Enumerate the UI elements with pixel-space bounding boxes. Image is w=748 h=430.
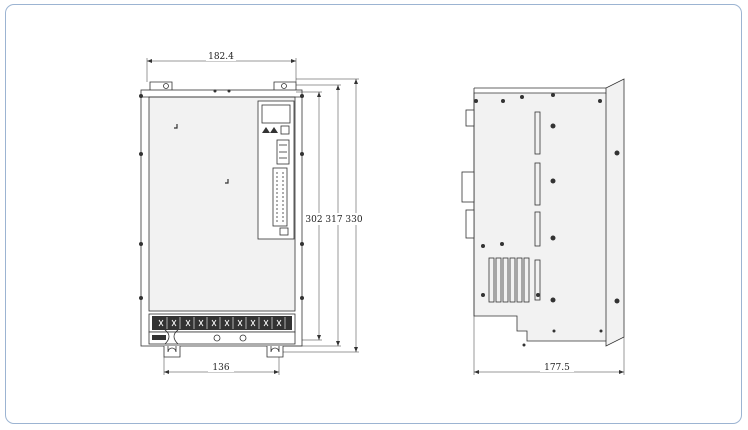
front-view [139, 58, 359, 375]
dim-depth-label: 177.5 [544, 363, 570, 373]
dim-width-label: 182.4 [208, 52, 234, 62]
side-vents [488, 111, 541, 303]
side-studs [139, 89, 304, 300]
side-view [461, 78, 625, 375]
side-holes [474, 93, 620, 347]
dim-height-302-label: 302 [305, 215, 322, 225]
dim-mount-width-label: 136 [212, 363, 229, 373]
dim-height-330-label: 330 [345, 215, 362, 225]
connector-cn2 [272, 167, 288, 227]
display-window [261, 104, 291, 124]
dim-height-317-label: 317 [325, 215, 342, 225]
side-body [473, 78, 625, 347]
